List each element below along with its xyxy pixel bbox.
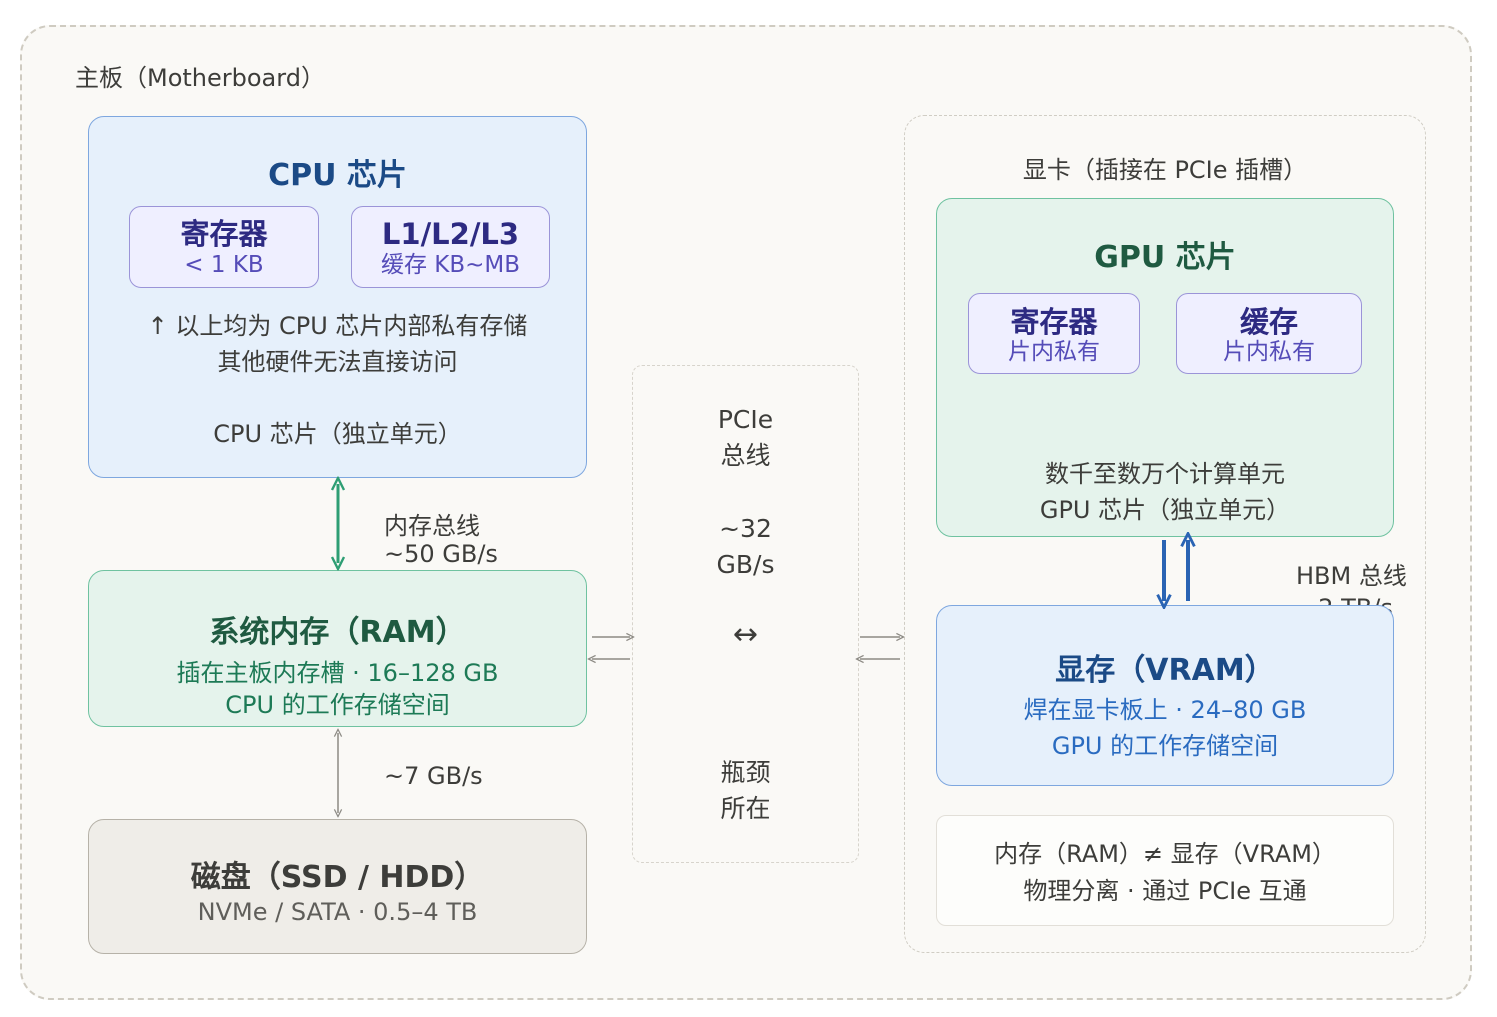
ram-box — [88, 570, 587, 727]
memory-separation-note: 内存（RAM）≠ 显存（VRAM） 物理分离 · 通过 PCIe 互通 — [936, 836, 1394, 910]
cpu-cache-size: 缓存 KB~MB — [380, 252, 521, 278]
memory-separation-note-box — [936, 815, 1394, 926]
vram-title: 显存（VRAM） — [1055, 653, 1275, 688]
pcie-name-line: 总线 — [720, 441, 771, 470]
pcie-bus-speed: ~32 GB/s — [632, 511, 859, 583]
note-line: 内存（RAM）≠ 显存（VRAM） — [994, 840, 1336, 868]
cpu-cache-title: L1/L2/L3 — [381, 217, 520, 251]
ram-detail-line: CPU 的工作存储空间 — [225, 691, 450, 719]
cpu-note-line: ↑ 以上均为 CPU 芯片内部私有存储 — [147, 312, 528, 340]
pcie-bottleneck-note: 瓶颈 所在 — [632, 755, 859, 827]
note-line: 物理分离 · 通过 PCIe 互通 — [1023, 877, 1307, 905]
gpu-cache-scope: 片内私有 — [1223, 339, 1315, 365]
disk-bus-label: ~7 GB/s — [384, 762, 483, 790]
ram-details: 插在主板内存槽 · 16–128 GB CPU 的工作存储空间 — [88, 657, 587, 721]
pcie-bottleneck-line: 所在 — [720, 794, 771, 823]
gpu-chip-note: 数千至数万个计算单元 GPU 芯片（独立单元） — [936, 456, 1394, 528]
vram-box — [936, 605, 1394, 786]
cpu-register-size: < 1 KB — [184, 252, 264, 278]
memory-bus-name: 内存总线 — [384, 512, 480, 540]
ram-title: 系统内存（RAM） — [209, 615, 466, 650]
hbm-bus-name: HBM 总线 — [1296, 562, 1407, 590]
cpu-private-note: ↑ 以上均为 CPU 芯片内部私有存储 其他硬件无法直接访问 — [88, 308, 587, 380]
graphics-card-title: 显卡（插接在 PCIe 插槽） — [1022, 156, 1308, 184]
vram-details: 焊在显卡板上 · 24–80 GB GPU 的工作存储空间 — [936, 692, 1394, 764]
pcie-speed-line: ~32 — [719, 514, 772, 543]
pcie-speed-line: GB/s — [716, 550, 775, 579]
memory-bus-speed: ~50 GB/s — [384, 540, 498, 568]
pcie-name-line: PCIe — [717, 405, 774, 434]
pcie-bus-name: PCIe 总线 — [632, 402, 859, 474]
gpu-cache-title: 缓存 — [1239, 305, 1298, 339]
gpu-chip-title: GPU 芯片 — [1094, 240, 1236, 275]
gpu-cache-box: 缓存 片内私有 — [1176, 293, 1362, 374]
memory-bus-label: 内存总线 ~50 GB/s — [384, 512, 498, 568]
gpu-register-box: 寄存器 片内私有 — [968, 293, 1140, 374]
pcie-bottleneck-line: 瓶颈 — [720, 758, 771, 787]
bidirectional-arrow-icon: ↔ — [732, 617, 759, 652]
gpu-note-line: GPU 芯片（独立单元） — [1039, 496, 1291, 524]
gpu-register-title: 寄存器 — [1010, 305, 1098, 339]
cpu-register-title: 寄存器 — [180, 217, 268, 251]
disk-box — [88, 819, 587, 954]
gpu-note-line: 数千至数万个计算单元 — [1045, 460, 1285, 488]
motherboard-title: 主板（Motherboard） — [75, 64, 325, 92]
cpu-register-box: 寄存器 < 1 KB — [129, 206, 319, 288]
cpu-chip-title: CPU 芯片 — [268, 158, 407, 193]
disk-details: NVMe / SATA · 0.5–4 TB — [197, 898, 478, 926]
disk-title: 磁盘（SSD / HDD） — [190, 860, 485, 895]
vram-detail-line: 焊在显卡板上 · 24–80 GB — [1023, 696, 1307, 724]
ram-detail-line: 插在主板内存槽 · 16–128 GB — [176, 659, 499, 687]
pcie-bus-box — [632, 365, 859, 863]
cpu-cache-box: L1/L2/L3 缓存 KB~MB — [351, 206, 550, 288]
cpu-chip-footer: CPU 芯片（独立单元） — [213, 420, 462, 448]
cpu-note-line: 其他硬件无法直接访问 — [217, 348, 458, 376]
gpu-register-scope: 片内私有 — [1008, 339, 1100, 365]
vram-detail-line: GPU 的工作存储空间 — [1051, 732, 1279, 760]
